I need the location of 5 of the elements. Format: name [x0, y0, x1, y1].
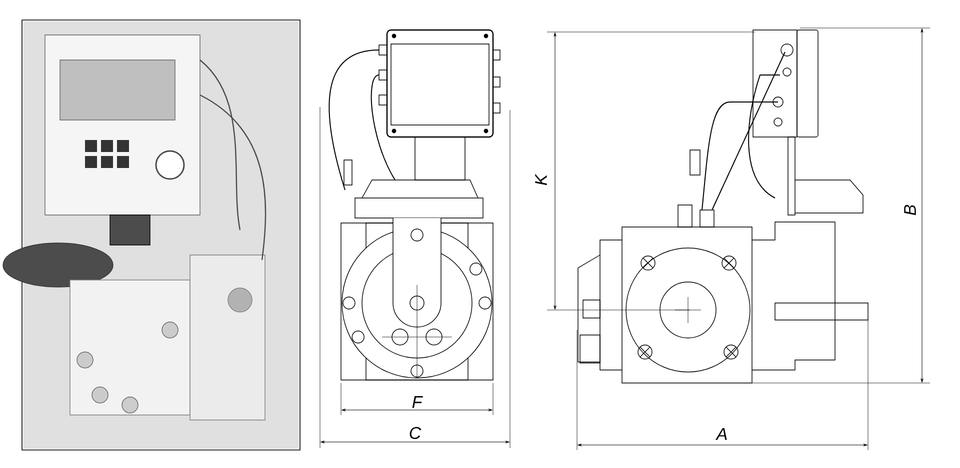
dimension-label: B: [904, 204, 916, 216]
dimension-label: F: [412, 396, 423, 408]
dimension-label: K: [535, 174, 547, 186]
dimension-label: A: [716, 428, 727, 440]
dimension-label: C: [410, 426, 422, 440]
